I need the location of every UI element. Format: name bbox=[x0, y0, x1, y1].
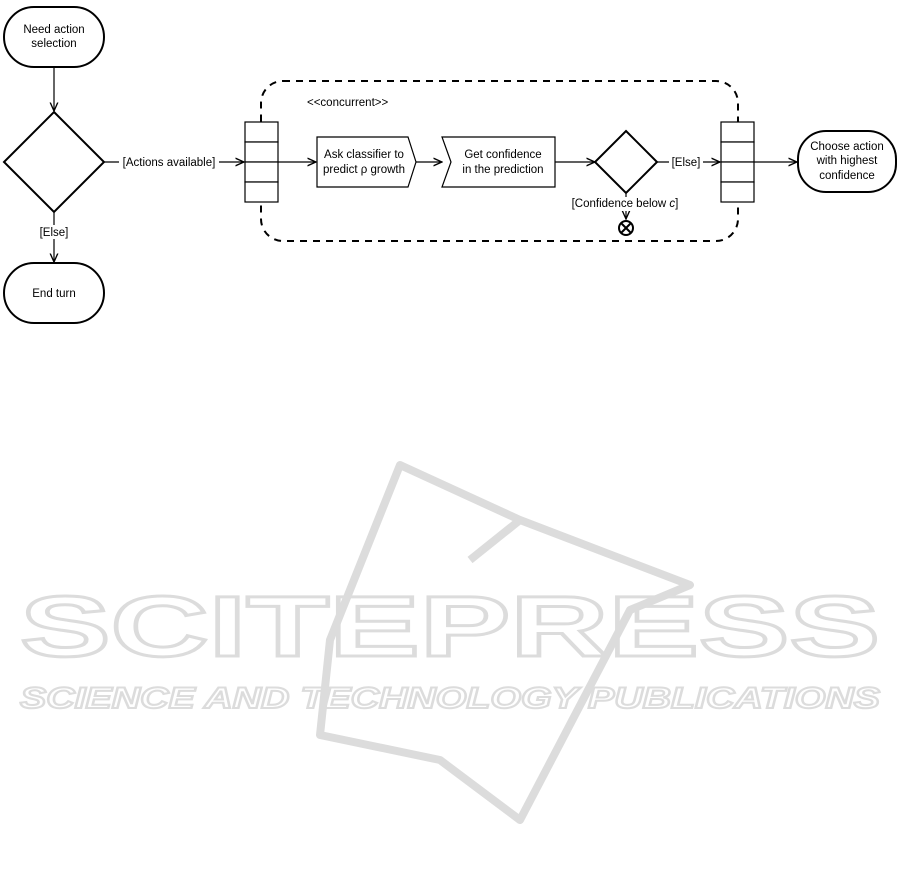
start-node: Need action selection bbox=[4, 7, 104, 67]
flow-final-node bbox=[619, 221, 633, 235]
guard-actions-available: [Actions available] bbox=[123, 157, 216, 169]
end-turn-node: End turn bbox=[4, 263, 104, 323]
region-stereotype: <<concurrent>> bbox=[307, 97, 388, 109]
action-ask-classifier: Ask classifier to predict ρ growth bbox=[317, 137, 416, 187]
action-ask-line-1: Ask classifier to bbox=[324, 149, 404, 161]
action-confidence-line-2: in the prediction bbox=[462, 164, 543, 176]
guard-else-right: [Else] bbox=[672, 157, 701, 169]
input-expansion-node bbox=[245, 122, 278, 202]
choose-action-line-2: with highest bbox=[816, 155, 879, 167]
choose-action-line-3: confidence bbox=[819, 170, 875, 182]
start-node-line-1: Need action bbox=[23, 24, 84, 36]
guard-else-left: [Else] bbox=[40, 227, 69, 239]
guard-confidence-below: [Confidence below c] bbox=[572, 198, 679, 210]
choose-action-node: Choose action with highest confidence bbox=[798, 131, 896, 192]
action-ask-line-2: predict ρ growth bbox=[323, 164, 405, 176]
action-get-confidence: Get confidence in the prediction bbox=[442, 137, 555, 187]
decision-node-confidence bbox=[595, 131, 657, 193]
output-expansion-node bbox=[721, 122, 754, 202]
decision-node-actions bbox=[4, 112, 104, 212]
choose-action-line-1: Choose action bbox=[810, 141, 884, 153]
end-turn-label: End turn bbox=[32, 288, 75, 300]
action-confidence-line-1: Get confidence bbox=[464, 149, 541, 161]
start-node-line-2: selection bbox=[31, 38, 76, 50]
